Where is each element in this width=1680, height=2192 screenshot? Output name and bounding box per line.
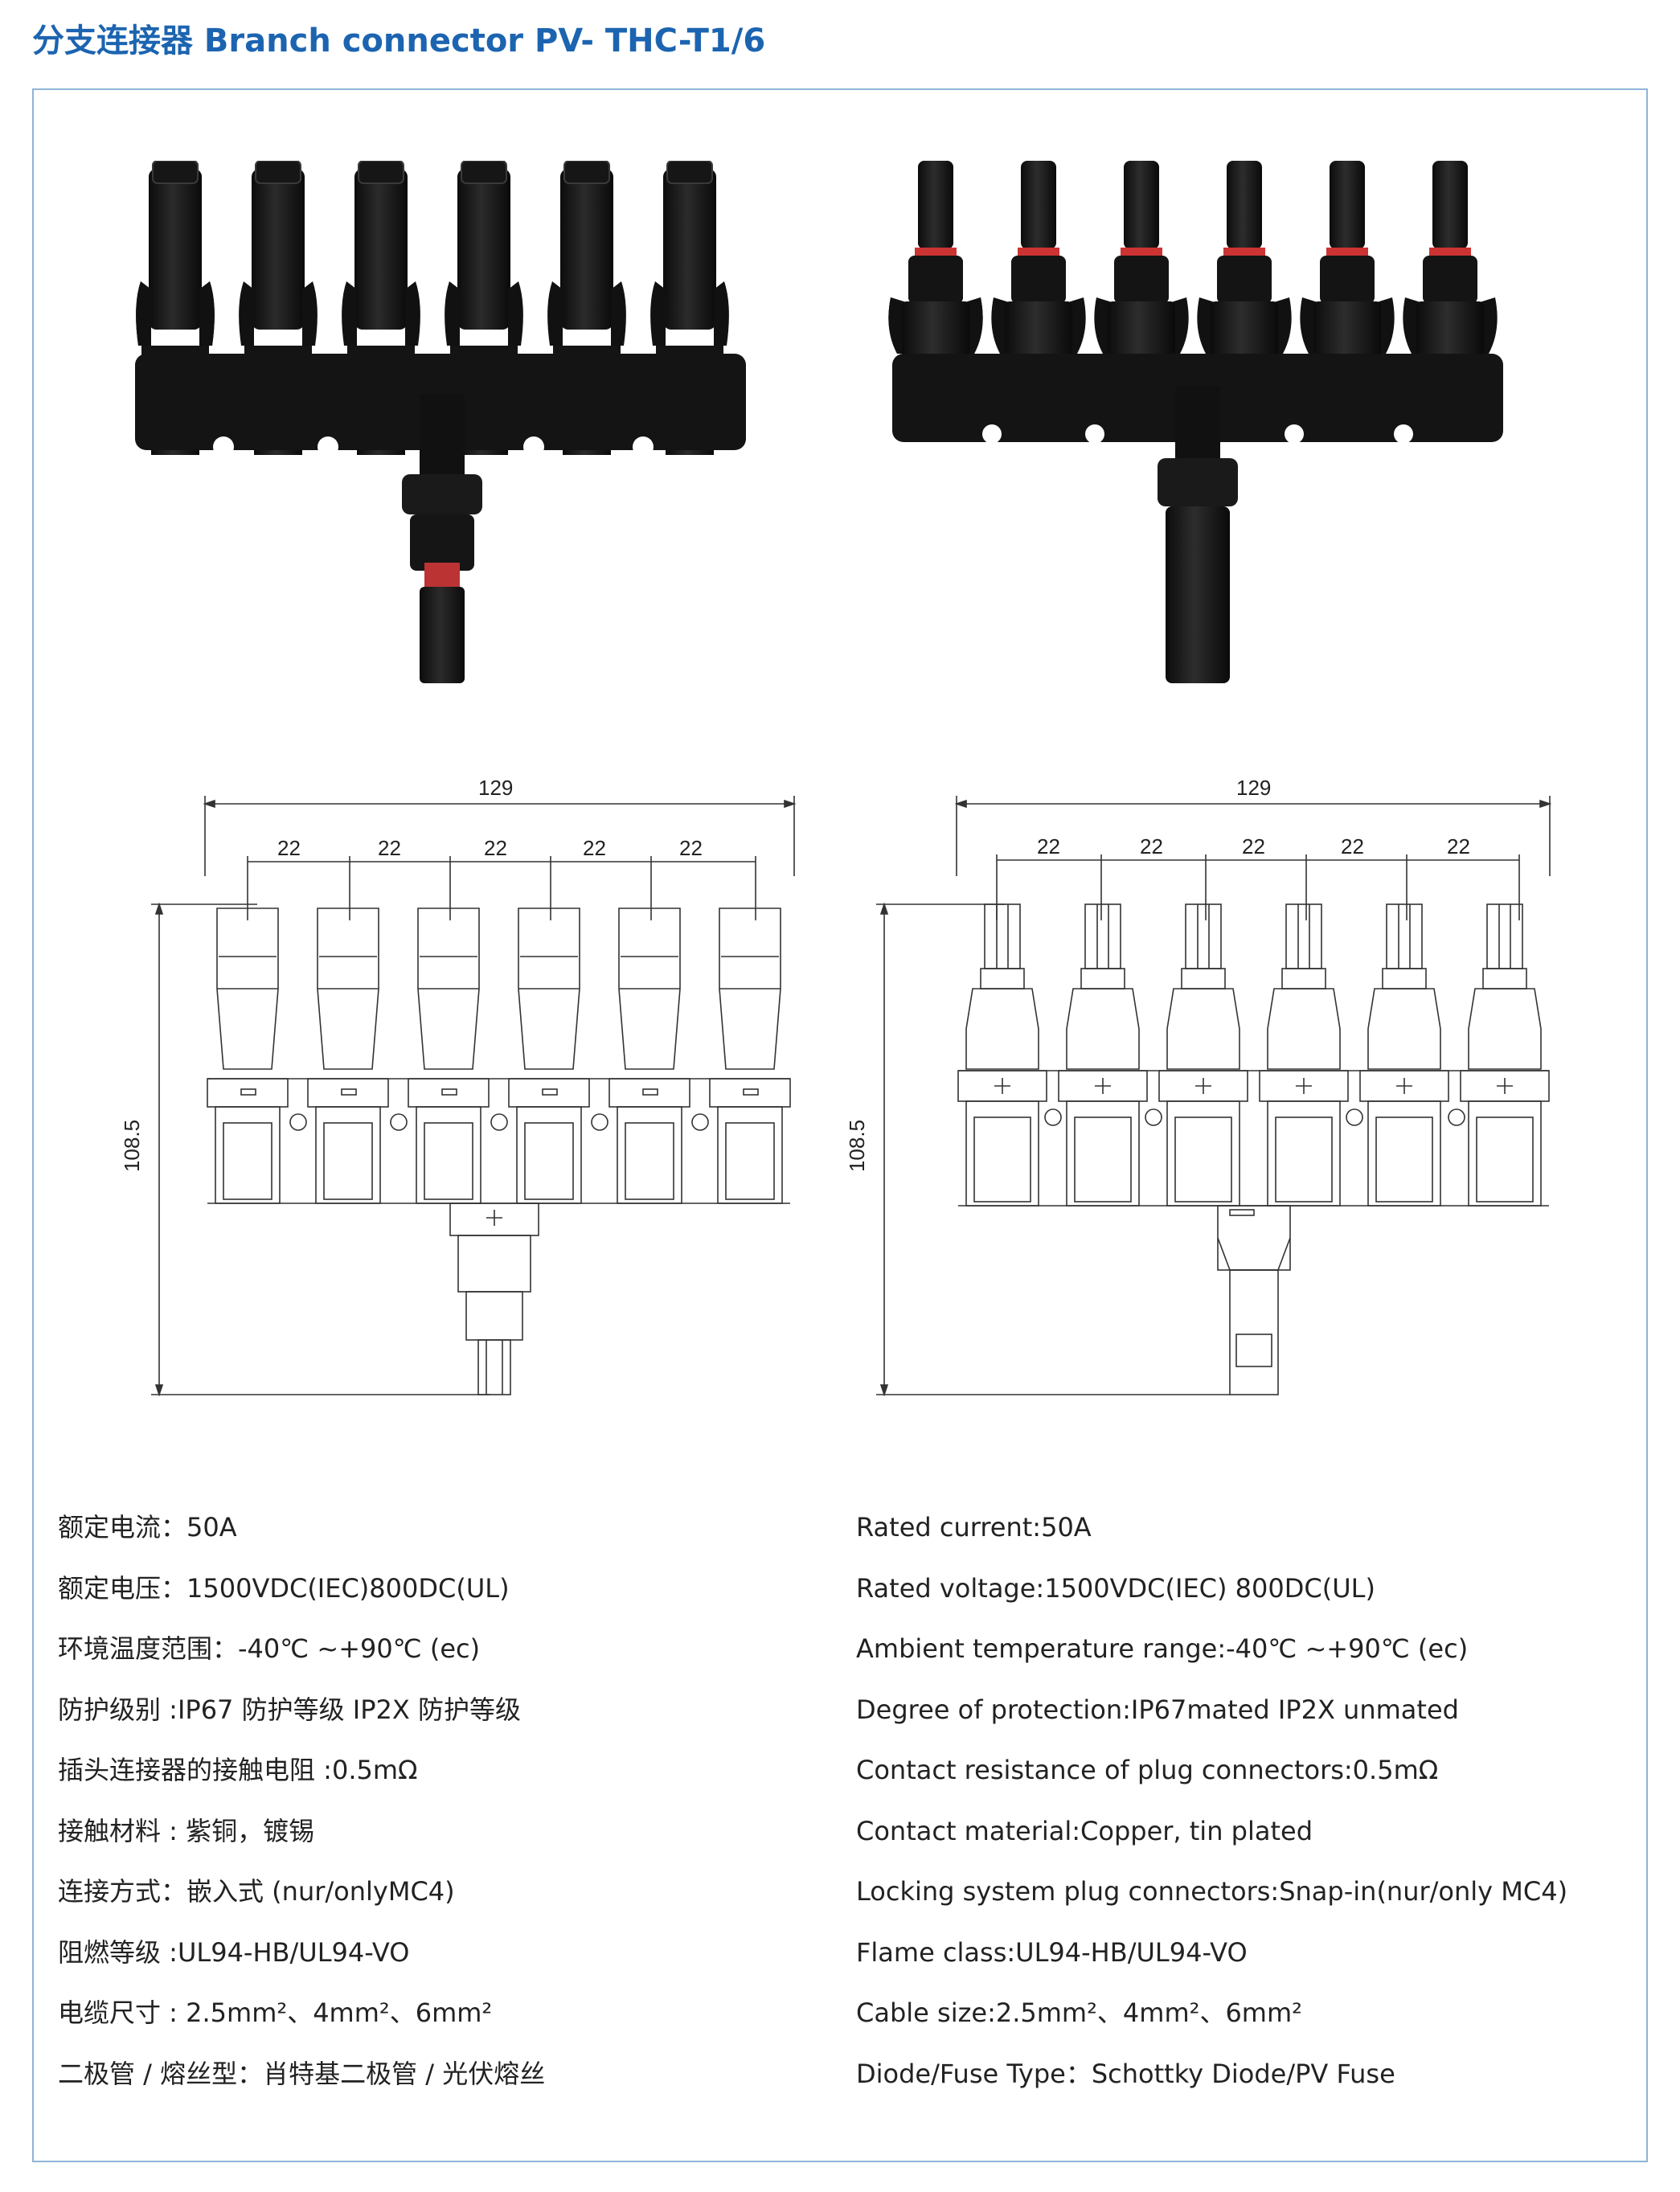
dim-pitch: 22: [1140, 834, 1163, 858]
specs-chinese: 额定电流：50A 额定电压：1500VDC(IEC)800DC(UL) 环境温度…: [58, 1511, 781, 2118]
dim-overall-width: 129: [478, 776, 514, 800]
dim-pitch: 22: [1447, 834, 1470, 858]
specs-english: Rated current:50A Rated voltage:1500VDC(…: [856, 1511, 1628, 2118]
dim-pitch: 22: [679, 836, 703, 860]
drawing-male-labels: 129 22 22 22 22 22 108.5: [845, 772, 1576, 1415]
dim-pitch: 22: [583, 836, 606, 860]
dim-height: 108.5: [845, 1119, 870, 1173]
dim-pitch: 22: [277, 836, 301, 860]
spec-row-en: Flame class:UL94-HB/UL94-VO: [856, 1936, 1248, 1968]
spec-row-en: Locking system plug connectors:Snap-in(n…: [856, 1876, 1568, 1907]
spec-row-cn: 环境温度范围：-40℃ ~+90℃ (ec): [58, 1633, 481, 1664]
spec-row-en: Contact material:Copper, tin plated: [856, 1815, 1313, 1846]
spec-row-cn: 连接方式：嵌入式 (nur/onlyMC4): [58, 1876, 455, 1907]
spec-row-en: Rated current:50A: [856, 1512, 1092, 1543]
page-title: 分支连接器 Branch connector PV- THC-T1/6: [32, 23, 766, 59]
spec-row-cn: 接触材料 : 紫铜，镀锡: [58, 1815, 315, 1846]
spec-row-cn: 电缆尺寸 : 2.5mm²、4mm²、6mm²: [58, 1997, 493, 2028]
spec-row-cn: 二极管 / 熔丝型：肖特基二极管 / 光伏熔丝: [58, 2058, 546, 2089]
product-photo-male: [888, 161, 1503, 683]
dim-pitch: 22: [1242, 834, 1265, 858]
dim-pitch: 22: [484, 836, 507, 860]
spec-row-en: Rated voltage:1500VDC(IEC) 800DC(UL): [856, 1572, 1375, 1604]
dim-pitch: 22: [1341, 834, 1364, 858]
drawing-female-labels: 129 22 22 22 22 22 108.5: [120, 772, 820, 1415]
spec-row-cn: 阻燃等级 :UL94-HB/UL94-VO: [58, 1936, 410, 1968]
drawing-male: [876, 796, 1552, 1397]
spec-row-cn: 插头连接器的接触电阻 :0.5mΩ: [58, 1755, 418, 1785]
spec-row-cn: 防护级别 :IP67 防护等级 IP2X 防护等级: [58, 1694, 521, 1725]
spec-row-en: Degree of protection:IP67mated IP2X unma…: [856, 1694, 1459, 1725]
spec-row-en: Ambient temperature range:-40℃ ~+90℃ (ec…: [856, 1633, 1469, 1664]
spec-row-en: Diode/Fuse Type：Schottky Diode/PV Fuse: [856, 2058, 1395, 2089]
dim-pitch: 22: [378, 836, 401, 860]
spec-row-en: Cable size:2.5mm²、4mm²、6mm²: [856, 1997, 1302, 2028]
dim-height: 108.5: [120, 1119, 145, 1173]
dim-pitch: 22: [1037, 834, 1060, 858]
dim-overall-width: 129: [1236, 776, 1272, 800]
spec-row-cn: 额定电流：50A: [58, 1512, 237, 1543]
spec-row-cn: 额定电压：1500VDC(IEC)800DC(UL): [58, 1572, 510, 1604]
drawing-female: [151, 796, 797, 1397]
spec-row-en: Contact resistance of plug connectors:0.…: [856, 1755, 1439, 1785]
product-photo-female: [135, 161, 746, 683]
content-frame: [32, 88, 1648, 2162]
